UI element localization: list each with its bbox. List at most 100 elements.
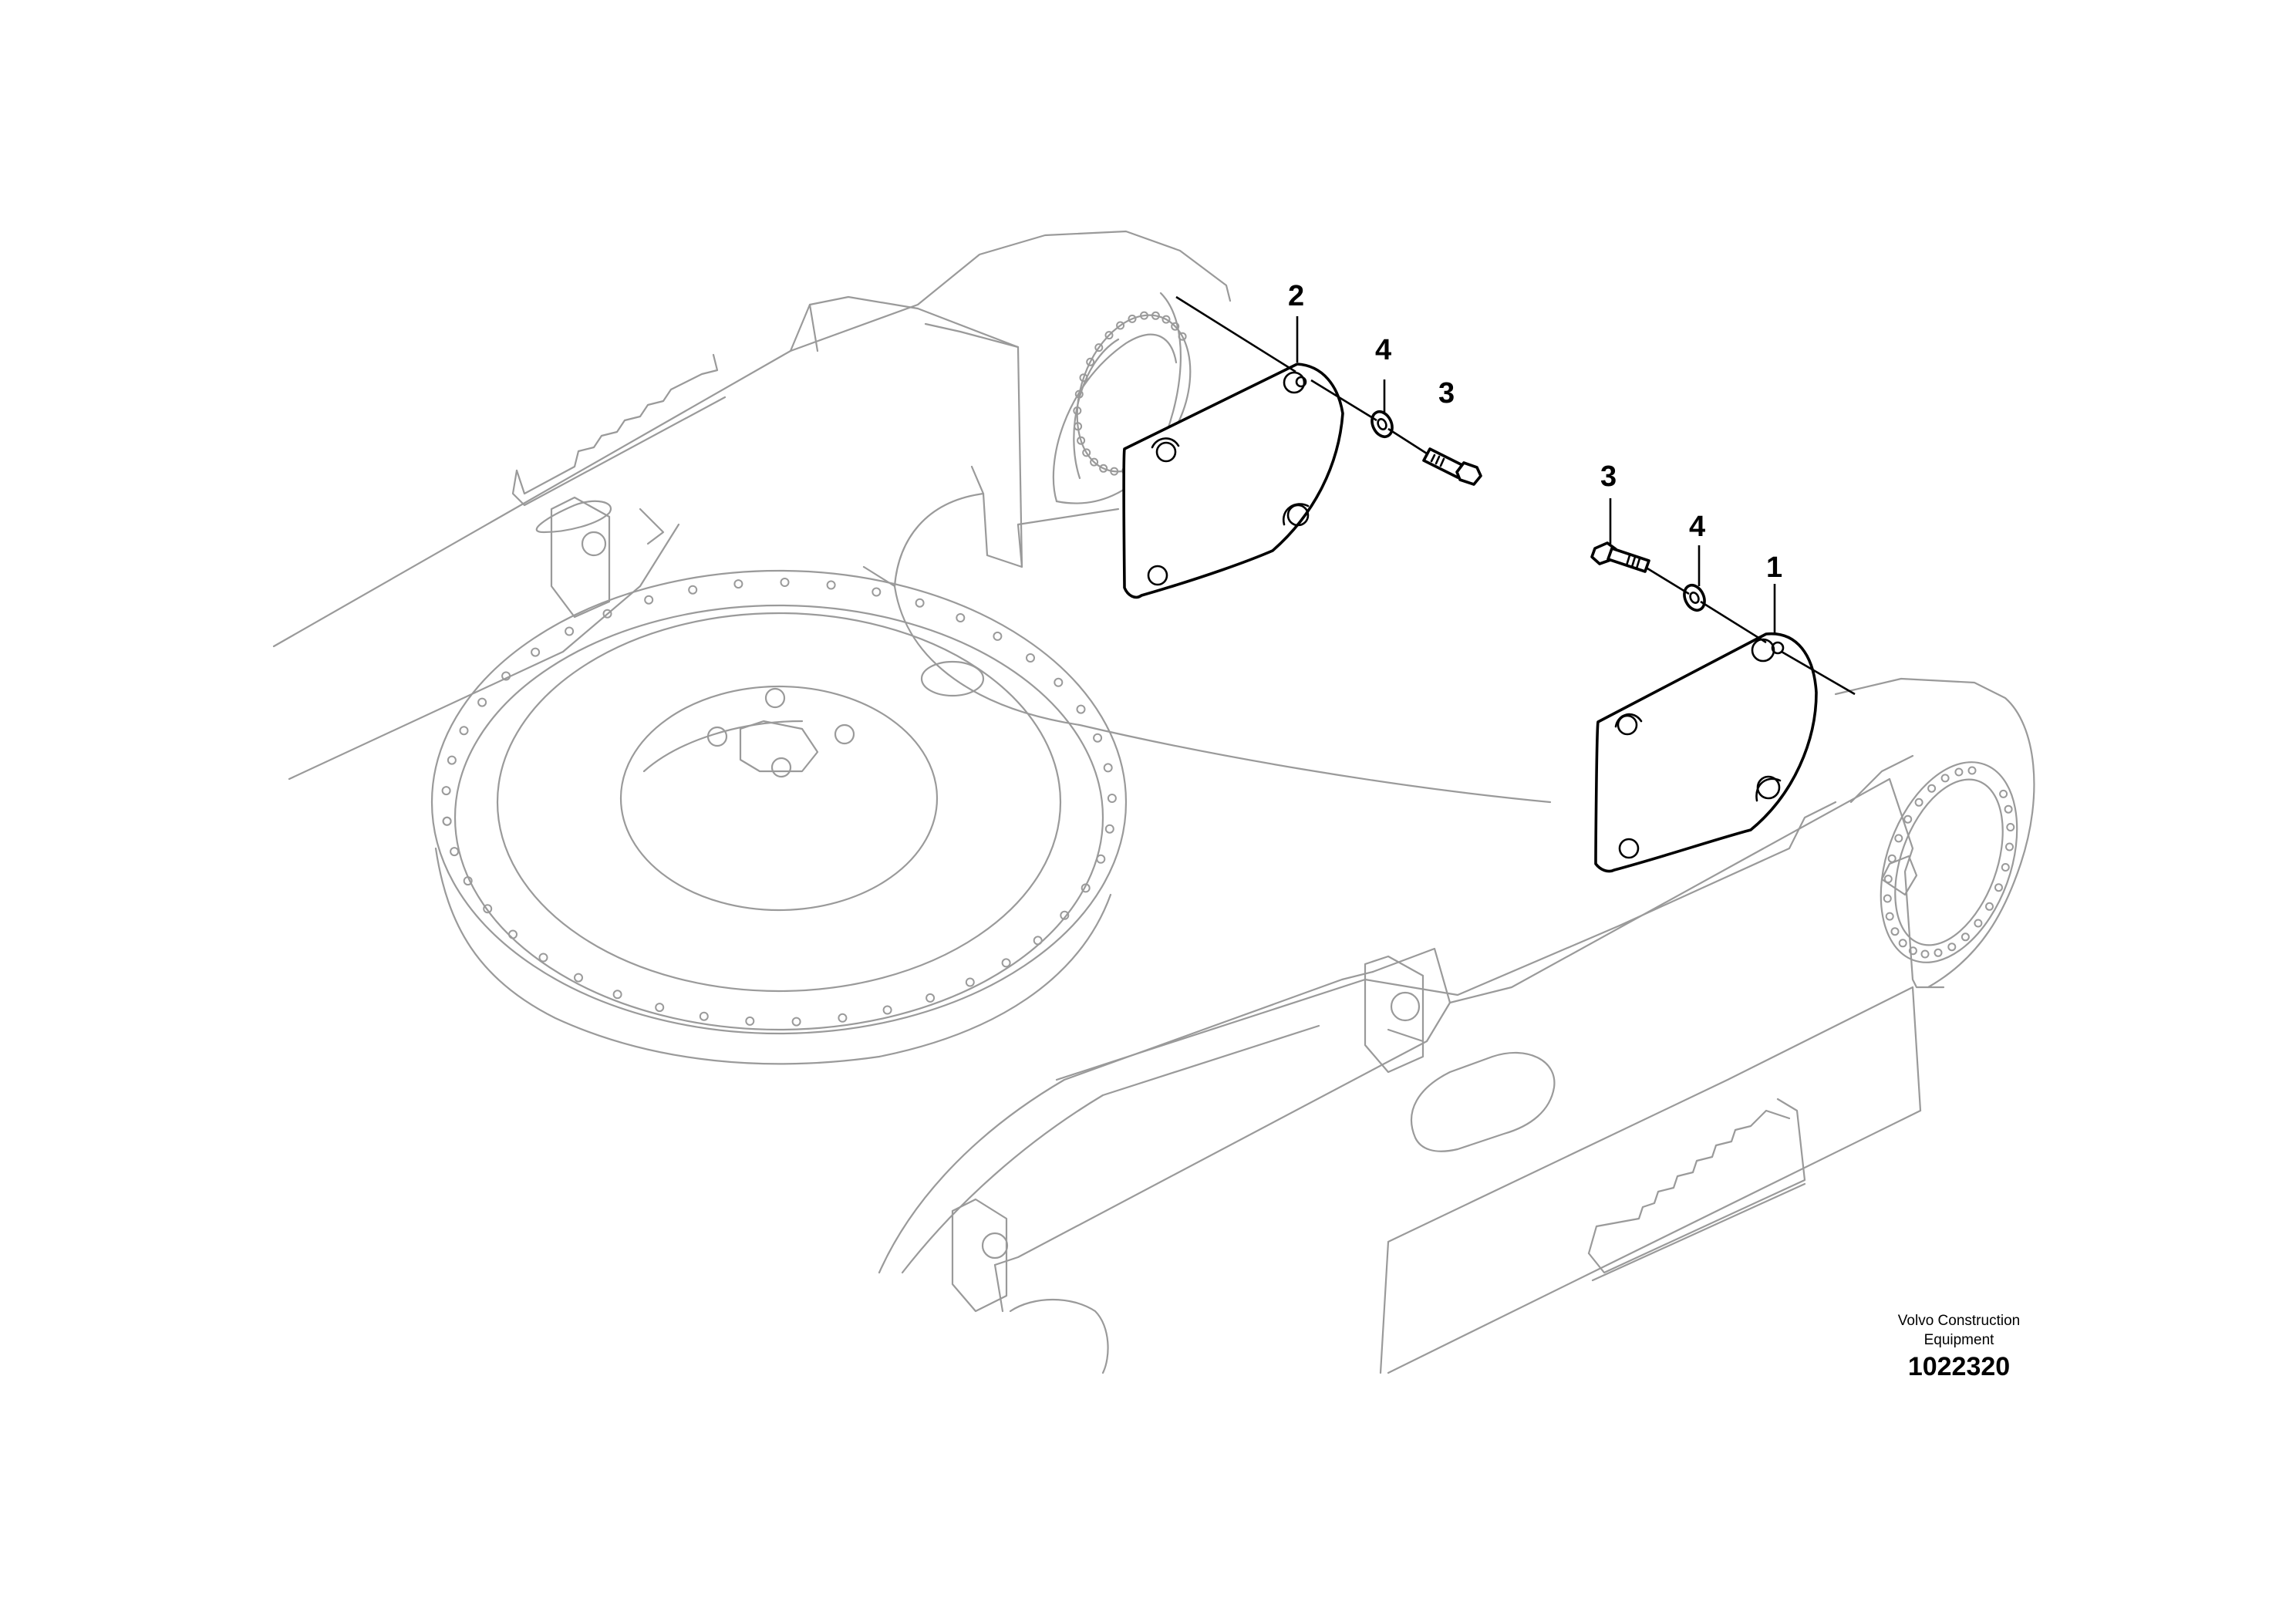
bolt-hole <box>1920 949 1930 959</box>
bolt-hole <box>1001 958 1011 968</box>
lug-lower-left <box>951 1198 1009 1313</box>
bolt-hole <box>1099 464 1108 473</box>
bolt-hole <box>1079 373 1088 383</box>
bolt-hole <box>602 609 612 619</box>
turntable-bolt-holes <box>441 578 1117 1027</box>
callout-2: 2 <box>1288 280 1304 312</box>
bolt-hole <box>2001 863 2010 872</box>
bolt-hole <box>442 816 452 826</box>
washer-4-right <box>1683 583 1706 612</box>
bolt-hole <box>925 993 936 1003</box>
lug-upper-left <box>550 496 665 619</box>
rack-upper-left <box>511 353 727 534</box>
bolt-hole <box>1894 834 1903 843</box>
bolt-hole <box>1090 457 1099 467</box>
callout-4-right: 4 <box>1689 511 1705 543</box>
bolt-hole <box>565 626 575 636</box>
manufacturer-line-2: Equipment <box>1923 1332 1994 1348</box>
callout-1: 1 <box>1766 551 1782 584</box>
bolt-hole <box>1086 357 1095 366</box>
bolt-hole <box>1883 875 1893 884</box>
bolt-hole <box>1104 331 1114 340</box>
bolt-hole <box>463 876 473 886</box>
bolt-hole <box>780 578 790 587</box>
bolt-hole <box>1128 314 1137 323</box>
manufacturer-line-1: Volvo Construction <box>1897 1313 2021 1329</box>
manufacturer-credit: Volvo Construction Equipment <box>1882 1311 2036 1350</box>
cover-plate-2 <box>1122 363 1344 599</box>
bolt-hole <box>1914 798 1923 807</box>
bolt-hole <box>1116 321 1125 330</box>
bolt-hole <box>1081 883 1091 893</box>
bolt-hole <box>1974 919 1983 928</box>
bolt-hole <box>450 847 460 857</box>
bolt-hole <box>1898 939 1907 948</box>
cover-plate-1 <box>1594 632 1818 873</box>
bolt-hole <box>956 613 966 622</box>
bolt-hole <box>1103 763 1113 773</box>
bolt-hole <box>1054 677 1064 687</box>
bolt-hole <box>1908 946 1917 956</box>
bolt-hole <box>574 973 583 983</box>
callout-3-right: 3 <box>1600 460 1617 493</box>
bolt-hole <box>1096 854 1106 864</box>
bolt-hole <box>1026 653 1035 663</box>
bolt-hole <box>1093 733 1103 743</box>
bolt-hole <box>1082 448 1091 457</box>
bolt-hole <box>1887 854 1896 863</box>
washer-4-left <box>1371 410 1394 439</box>
left-barrel-bolt-ring <box>1076 314 1192 473</box>
bolt-hole <box>1076 704 1086 714</box>
bolt-hole <box>826 580 836 590</box>
bolt-hole <box>1161 315 1171 324</box>
bolt-hole <box>1077 436 1086 445</box>
bolt-hole <box>483 904 493 914</box>
bolt-hole <box>1883 894 1892 903</box>
swing-bearing-turntable <box>430 569 1128 1065</box>
bolt-hole <box>1060 910 1070 920</box>
bolt-hole <box>459 726 469 736</box>
bolt-hole <box>1940 774 1950 783</box>
bolt-hole <box>1890 927 1900 936</box>
bolt-hole <box>1954 767 1964 777</box>
assembly-axis-lines <box>1175 295 1856 696</box>
bolt-hole <box>1947 943 1957 952</box>
bolt-3-right <box>1590 541 1650 573</box>
bolt-hole <box>2005 842 2014 851</box>
bolt-hole <box>612 990 622 1000</box>
upper-frame-outline <box>272 230 1552 804</box>
bolt-hole <box>1934 948 1943 957</box>
bolt-hole <box>1961 932 1970 942</box>
bolt-hole <box>1171 322 1180 331</box>
bolt-hole <box>531 647 541 657</box>
bolt-hole <box>1885 912 1894 921</box>
bolt-hole <box>1094 343 1104 352</box>
lower-frame-outline <box>878 777 1945 1374</box>
bolt-hole <box>993 631 1003 641</box>
bolt-hole <box>655 1003 665 1013</box>
bolt-hole <box>447 755 457 765</box>
bolt-hole <box>441 786 451 796</box>
rack-lower-right <box>1587 1098 1806 1282</box>
bolt-hole <box>1985 902 1994 911</box>
oval-slot-lower <box>1411 1051 1556 1152</box>
lug-lower-middle <box>1364 955 1424 1074</box>
bolt-hole <box>882 1005 892 1015</box>
callout-3-left: 3 <box>1438 377 1455 410</box>
bolt-hole <box>838 1013 848 1023</box>
right-barrel-housing <box>1834 677 2035 989</box>
bolt-hole <box>1178 332 1187 341</box>
bolt-hole <box>1994 883 2003 892</box>
bolt-hole <box>745 1016 755 1026</box>
right-barrel-bolt-holes <box>1883 766 2015 959</box>
bolt-hole <box>699 1011 709 1021</box>
bolt-hole <box>1903 814 1913 824</box>
bolt-hole <box>501 671 511 681</box>
bolt-hole <box>965 977 975 987</box>
bolt-hole <box>1104 824 1114 834</box>
drawing-number: 1022320 <box>1907 1352 2011 1381</box>
bolt-hole <box>2006 823 2015 831</box>
bolt-hole <box>2004 804 2013 814</box>
bolt-hole <box>644 595 654 605</box>
